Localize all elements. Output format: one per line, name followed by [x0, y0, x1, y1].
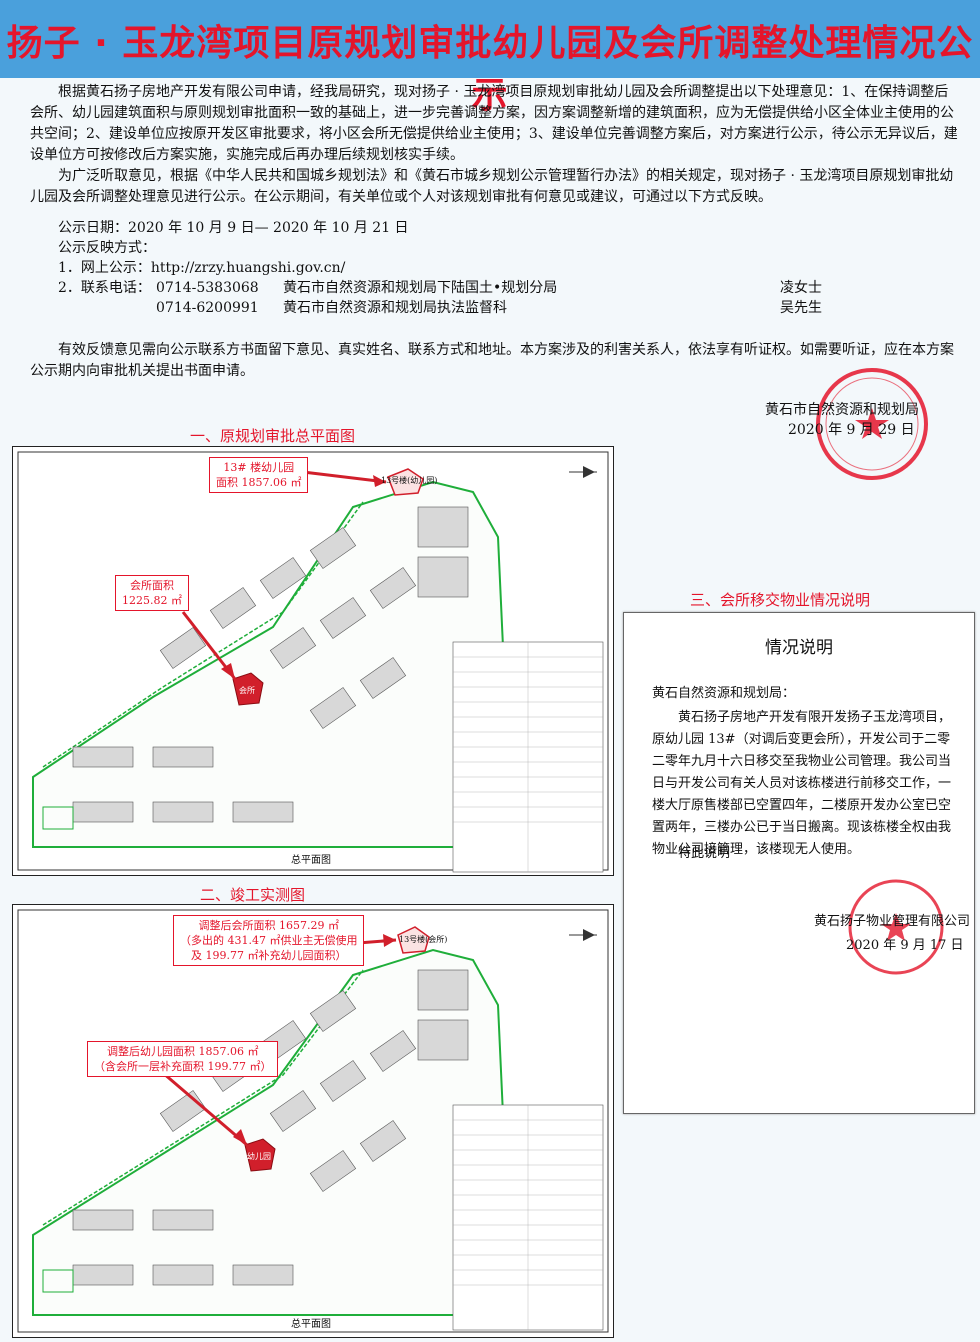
notice-paragraph-3: 有效反馈意见需向公示联系方书面留下意见、真实姓名、联系方式和地址。本方案涉及的利…: [30, 342, 954, 379]
official-seal: [816, 368, 928, 480]
letter-signer: 黄石扬子物业管理有限公司: [814, 914, 971, 929]
tag-kindergarten: 幼儿园: [247, 1152, 271, 1161]
letter-heading: 情况说明: [765, 638, 833, 658]
original-site-plan: 13# 楼幼儿园 面积 1857.06 ㎡ 会所面积 1225.82 ㎡ 13号…: [12, 446, 614, 876]
callout-adjusted-clubhouse: 调整后会所面积 1657.29 ㎡ （多出的 431.47 ㎡供业主无偿使用 及…: [173, 915, 365, 966]
callout-original-kindergarten: 13# 楼幼儿园 面积 1857.06 ㎡: [209, 457, 309, 493]
sign-date: 2020 年 9 月 29 日: [788, 422, 915, 438]
publicity-date: 公示日期：2020 年 10 月 9 日— 2020 年 10 月 21 日: [58, 220, 409, 236]
as-built-site-plan: 调整后会所面积 1657.29 ㎡ （多出的 431.47 ㎡供业主无偿使用 及…: [12, 904, 614, 1338]
feedback-label: 公示反映方式：: [58, 240, 156, 256]
phone-label: 2．联系电话：: [58, 280, 151, 296]
letter-body: 黄石扬子房地产开发有限开发扬子玉龙湾项目，原幼儿园 13#（对调后变更会所），开…: [652, 710, 952, 857]
title-banner: 扬子 · 玉龙湾项目原规划审批幼儿园及会所调整处理情况公示: [0, 0, 980, 116]
plan-label: 总平面图: [291, 855, 331, 866]
notice-paragraph-1: 根据黄石扬子房地产开发有限公司申请，经我局研究，现对扬子 · 玉龙湾项目原规划审…: [30, 84, 958, 163]
department-1: 黄石市自然资源和规划局下陆国土•规划分局: [283, 280, 558, 296]
handover-letter: 情况说明 黄石自然资源和规划局： 黄石扬子房地产开发有限开发扬子玉龙湾项目，原幼…: [623, 612, 975, 1114]
callout-adjusted-kindergarten: 调整后幼儿园面积 1857.06 ㎡ （含会所一层补充面积 199.77 ㎡）: [87, 1041, 279, 1077]
online-link[interactable]: 1．网上公示：http://zrzy.huangshi.gov.cn/: [58, 260, 346, 276]
section-title-as-built: 二、竣工实测图: [200, 886, 306, 904]
department-2: 黄石市自然资源和规划局执法监督科: [283, 300, 507, 316]
contact-person-2: 吴先生: [780, 300, 822, 316]
section-title-original-plan: 一、原规划审批总平面图: [190, 427, 356, 445]
notice-paragraph-2: 为广泛听取意见，根据《中华人民共和国城乡规划法》和《黄石市城乡规划公示管理暂行办…: [30, 168, 954, 205]
page-title: 扬子 · 玉龙湾项目原规划审批幼儿园及会所调整处理情况公示: [6, 23, 974, 116]
contact-person-1: 凌女士: [780, 280, 822, 296]
letter-date: 2020 年 9 月 17 日: [846, 938, 964, 953]
letter-recipient: 黄石自然资源和规划局：: [652, 686, 796, 701]
tag-kindergarten-building: 13号楼(幼儿园): [381, 476, 438, 485]
issuing-org: 黄石市自然资源和规划局: [765, 402, 919, 418]
plan-label: 总平面图: [291, 1319, 331, 1330]
letter-closing: 特此说明: [678, 846, 731, 861]
tag-clubhouse: 会所: [239, 686, 255, 695]
property-company-seal: [848, 879, 944, 975]
tag-clubhouse-building: 13号楼(会所): [399, 935, 448, 944]
phone-2: 0714-6200991: [156, 300, 259, 316]
section-title-handover: 三、会所移交物业情况说明: [690, 591, 871, 609]
phone-1: 0714-5383068: [156, 280, 259, 296]
callout-original-clubhouse: 会所面积 1225.82 ㎡: [115, 575, 189, 611]
